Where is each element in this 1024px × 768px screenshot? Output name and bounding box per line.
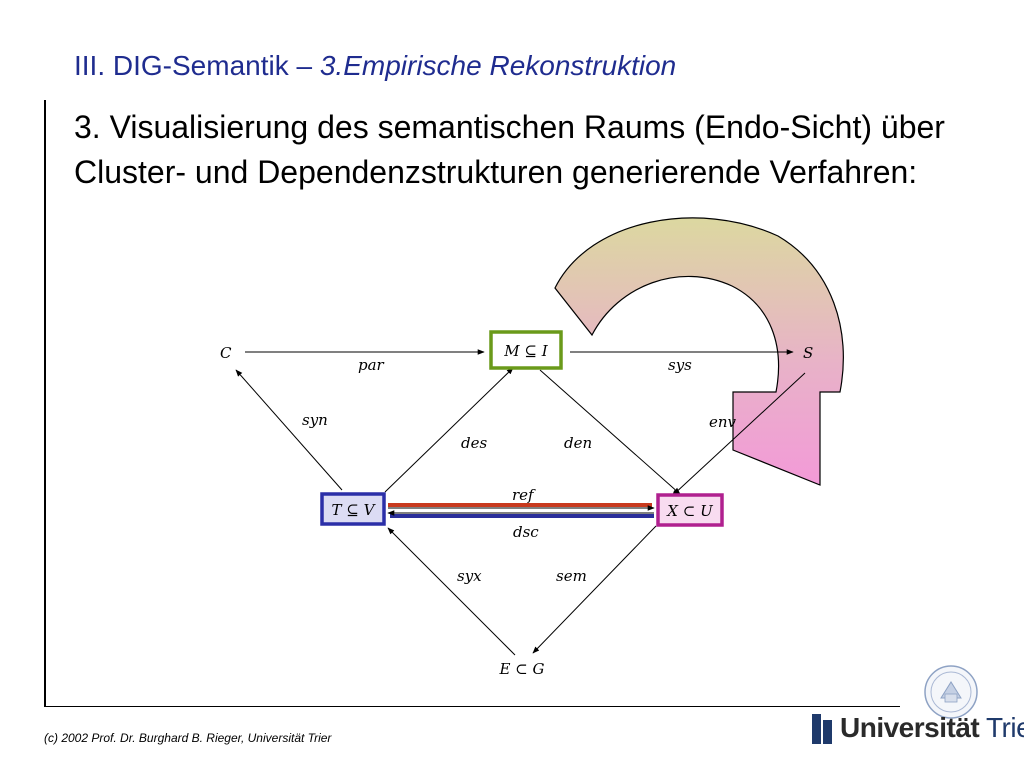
edge-des-label: des xyxy=(461,434,487,452)
node-t-label: T ⊆ V xyxy=(332,501,377,519)
node-x-label: X ⊂ U xyxy=(666,502,714,520)
frame-left-line xyxy=(44,100,46,706)
frame-bottom-line xyxy=(44,706,900,707)
node-e-label: E ⊂ G xyxy=(498,660,544,678)
logo-text-bold: Universität xyxy=(840,712,980,743)
edge-den xyxy=(539,369,681,495)
footer-copyright: (c) 2002 Prof. Dr. Burghard B. Rieger, U… xyxy=(44,731,332,745)
edge-syn xyxy=(235,369,343,491)
edge-env xyxy=(671,372,806,497)
edge-des xyxy=(384,367,514,493)
university-seal-logo xyxy=(924,665,978,719)
edge-den-label: den xyxy=(564,434,592,452)
edge-dsc-label: dsc xyxy=(513,523,539,541)
edge-syx xyxy=(387,527,516,656)
node-t-box xyxy=(320,492,386,526)
university-logo-text: Universität Trier xyxy=(840,712,1024,744)
node-m-box xyxy=(489,330,563,370)
edge-syx-label: syx xyxy=(457,567,482,585)
edge-syn-label: syn xyxy=(302,411,328,429)
title-section: III. DIG-Semantik – xyxy=(74,50,320,81)
edge-sem xyxy=(532,525,657,654)
slide-title: III. DIG-Semantik – 3.Empirische Rekonst… xyxy=(74,50,676,82)
edge-par-label: par xyxy=(358,356,385,374)
edge-env-label: env xyxy=(709,413,737,431)
node-s-label: S xyxy=(803,344,813,362)
edge-sem-label: sem xyxy=(556,567,587,585)
slide-subtitle: 3. Visualisierung des semantischen Raums… xyxy=(74,109,945,190)
title-section-italic: 3.Empirische Rekonstruktion xyxy=(319,50,677,81)
node-x-box xyxy=(656,493,724,527)
big-curved-arrow xyxy=(554,217,844,486)
node-m-label: M ⊆ I xyxy=(503,342,548,360)
edge-ref-label: ref xyxy=(512,486,536,504)
logo-text-light: Trier xyxy=(985,712,1024,743)
edge-sys-label: sys xyxy=(668,356,692,374)
university-logo-mark xyxy=(812,714,832,744)
node-c-label: C xyxy=(220,344,232,362)
